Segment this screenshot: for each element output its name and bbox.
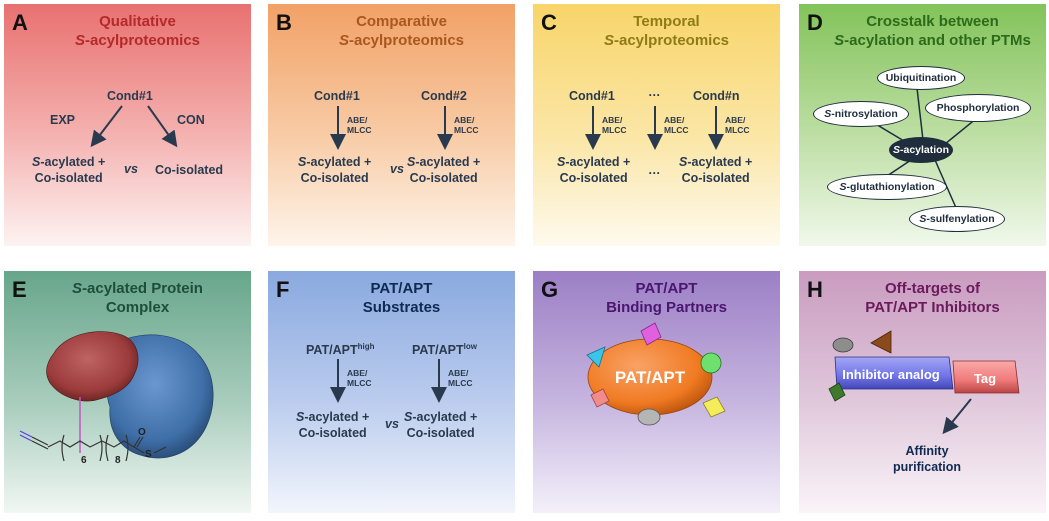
vs-label: vs xyxy=(385,417,399,431)
inhibitor-label: Inhibitor analog xyxy=(842,367,940,382)
ellipsis: … xyxy=(648,163,661,177)
cond2-label: Cond#2 xyxy=(421,89,467,103)
panel-letter: E xyxy=(12,277,27,302)
sulfenylation-node: S-sulfenylation xyxy=(909,206,1005,232)
method-label: ABE/MLCC xyxy=(725,115,750,135)
panel-e: E S-acylated Protein Complex xyxy=(4,271,251,513)
inhibitor-analog-bar xyxy=(834,356,954,390)
high-condition: PAT/APThigh xyxy=(306,342,375,358)
panel-f: F PAT/APT Substrates PAT/APThigh PAT/APT… xyxy=(268,271,515,513)
brown-triangle-partner xyxy=(870,330,892,354)
panel-letter: A xyxy=(12,10,28,35)
result-1: S-acylated + Co-isolated xyxy=(557,155,631,185)
panel-title: S-acylated Protein Complex xyxy=(72,280,203,316)
left-result: S-acylated + Co-isolated xyxy=(32,155,106,185)
result-1: S-acylated + Co-isolated xyxy=(296,410,370,440)
tag-label: Tag xyxy=(974,371,996,386)
low-condition: PAT/APTlow xyxy=(412,342,477,358)
cond-label: Cond#1 xyxy=(107,89,153,103)
panel-title: Qualitative S-acylproteomics xyxy=(74,13,201,49)
panel-letter: H xyxy=(807,277,823,302)
cyan-triangle-partner xyxy=(586,346,606,368)
panel-h: H Off-targets of PAT/APT Inhibitors Inhi… xyxy=(799,271,1046,513)
cond1-label: Cond#1 xyxy=(314,89,360,103)
magenta-diamond-partner xyxy=(640,322,662,346)
phosphorylation-node: Phosphorylation xyxy=(925,94,1031,122)
subscript-6: 6 xyxy=(81,455,87,466)
panel-title: PAT/APT Substrates xyxy=(362,280,441,316)
exp-label: EXP xyxy=(50,113,76,127)
panel-letter: G xyxy=(541,277,559,302)
method-label: ABE/MLCC xyxy=(347,115,372,135)
binding-partners-illustration: PAT/APT xyxy=(586,322,726,426)
panel-letter: C xyxy=(541,10,557,35)
panel-g: G PAT/APT Binding Partners PAT/APT xyxy=(533,271,780,513)
method-label: ABE/MLCC xyxy=(454,115,479,135)
green-sphere-partner xyxy=(700,352,722,374)
tag-bar xyxy=(952,360,1020,394)
con-label: CON xyxy=(177,113,205,127)
vs-label: vs xyxy=(124,162,138,176)
oxygen-atom: O xyxy=(138,427,146,438)
affinity-purification-label: Affinity purification xyxy=(893,444,962,474)
yellow-cube-partner xyxy=(702,396,726,418)
method-label: ABE/MLCC xyxy=(664,115,689,135)
panel-title: Crosstalk between S-acylation and other … xyxy=(834,13,1031,49)
diverging-arrows xyxy=(90,105,178,148)
result-1: S-acylated + Co-isolated xyxy=(298,155,372,185)
result-2: S-acylated + Co-isolated xyxy=(407,155,481,185)
red-protein xyxy=(46,331,139,402)
panel-title: Off-targets of PAT/APT Inhibitors xyxy=(865,280,1000,316)
panel-letter: B xyxy=(276,10,292,35)
acyl-chain xyxy=(31,434,167,462)
arrows xyxy=(585,106,724,150)
subscript-8: 8 xyxy=(115,455,121,466)
s-acylation-center-node: S-acylation xyxy=(889,137,953,163)
protein-complex-illustration: 6 8 O S xyxy=(19,331,214,466)
inhibitor-probe-illustration: Inhibitor analog Tag xyxy=(828,330,1020,435)
glutathionylation-node: S-glutathionylation xyxy=(827,174,947,200)
arrows xyxy=(330,359,447,403)
method-label: ABE/MLCC xyxy=(347,368,372,388)
panel-a: A Qualitative S-acylproteomics Cond#1 EX… xyxy=(4,4,251,246)
nitrosylation-node: S-nitrosylation xyxy=(813,101,909,127)
green-cube-partner xyxy=(828,382,846,402)
purification-arrow xyxy=(942,398,972,435)
pat-apt-label: PAT/APT xyxy=(615,368,686,387)
vs-label: vs xyxy=(390,162,404,176)
cond1-label: Cond#1 xyxy=(569,89,615,103)
gray-partner xyxy=(832,337,854,353)
pink-cube-partner xyxy=(590,388,610,408)
method-label: ABE/MLCC xyxy=(602,115,627,135)
gray-sphere-partner xyxy=(637,408,661,426)
panel-letter: F xyxy=(276,277,290,302)
result-2: S-acylated + Co-isolated xyxy=(404,410,478,440)
panel-title: Temporal S-acylproteomics xyxy=(603,13,730,49)
panel-title: PAT/APT Binding Partners xyxy=(606,280,727,316)
ubiquitination-node: Ubiquitination xyxy=(877,66,965,90)
panel-letter: D xyxy=(807,10,823,35)
panel-d: D Crosstalk between S-acylation and othe… xyxy=(799,4,1046,246)
right-result: Co-isolated xyxy=(155,163,224,177)
panel-title: Comparative S-acylproteomics xyxy=(338,13,465,49)
sulfur-atom: S xyxy=(145,449,152,460)
panel-b: B Comparative S-acylproteomics Cond#1 Co… xyxy=(268,4,515,246)
method-label: ABE/MLCC xyxy=(448,368,473,388)
arrows xyxy=(330,106,453,150)
ellipsis: … xyxy=(648,85,661,99)
result-n: S-acylated + Co-isolated xyxy=(679,155,753,185)
panel-c: C Temporal S-acylproteomics Cond#1 … Con… xyxy=(533,4,780,246)
condn-label: Cond#n xyxy=(693,89,740,103)
